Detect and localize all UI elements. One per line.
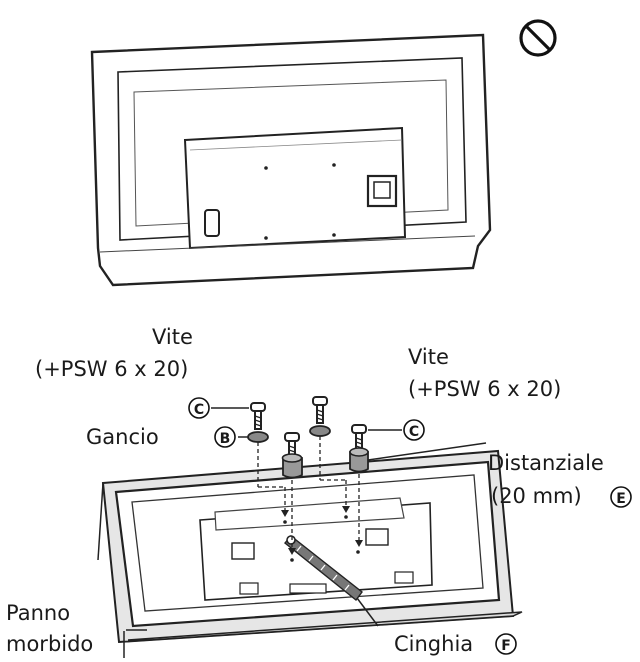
screw-c-left xyxy=(250,402,266,430)
tv-face-down xyxy=(114,460,501,628)
circled-c-right: C xyxy=(403,419,425,441)
label-distanziale: Distanziale (20 mm) E xyxy=(488,451,632,508)
strap-part xyxy=(283,535,363,601)
screw-c-right xyxy=(351,424,367,452)
gancio-text: Gancio xyxy=(86,425,159,449)
label-gancio: Gancio B xyxy=(86,425,236,449)
letter-f: F xyxy=(501,638,511,654)
leader-lines xyxy=(126,407,487,631)
label-vite-right: Vite (+PSW 6 x 20) xyxy=(408,345,561,401)
label-cinghia: Cinghia F xyxy=(394,632,517,656)
tv-back-view xyxy=(90,33,492,287)
prohibited-icon xyxy=(519,19,557,57)
screw-center-right xyxy=(312,396,328,424)
vite-left-spec: (+PSW 6 x 20) xyxy=(35,357,188,381)
letter-e: E xyxy=(616,491,626,507)
letter-c-right: C xyxy=(409,424,419,440)
vite-left-title: Vite xyxy=(152,325,193,349)
label-vite-left: Vite (+PSW 6 x 20) xyxy=(35,325,193,381)
circled-c-left: C xyxy=(188,397,210,419)
panno-line1: Panno xyxy=(6,601,70,625)
cinghia-text: Cinghia xyxy=(394,632,473,656)
distanziale-size: (20 mm) xyxy=(491,484,582,508)
vite-right-spec: (+PSW 6 x 20) xyxy=(408,377,561,401)
label-panno: Panno morbido xyxy=(6,601,125,658)
letter-b: B xyxy=(220,431,231,447)
distanziale-title: Distanziale xyxy=(488,451,604,475)
vite-right-title: Vite xyxy=(408,345,449,369)
letter-c-left: C xyxy=(194,402,204,418)
hardware-parts xyxy=(247,396,369,555)
panno-line2: morbido xyxy=(6,632,93,656)
